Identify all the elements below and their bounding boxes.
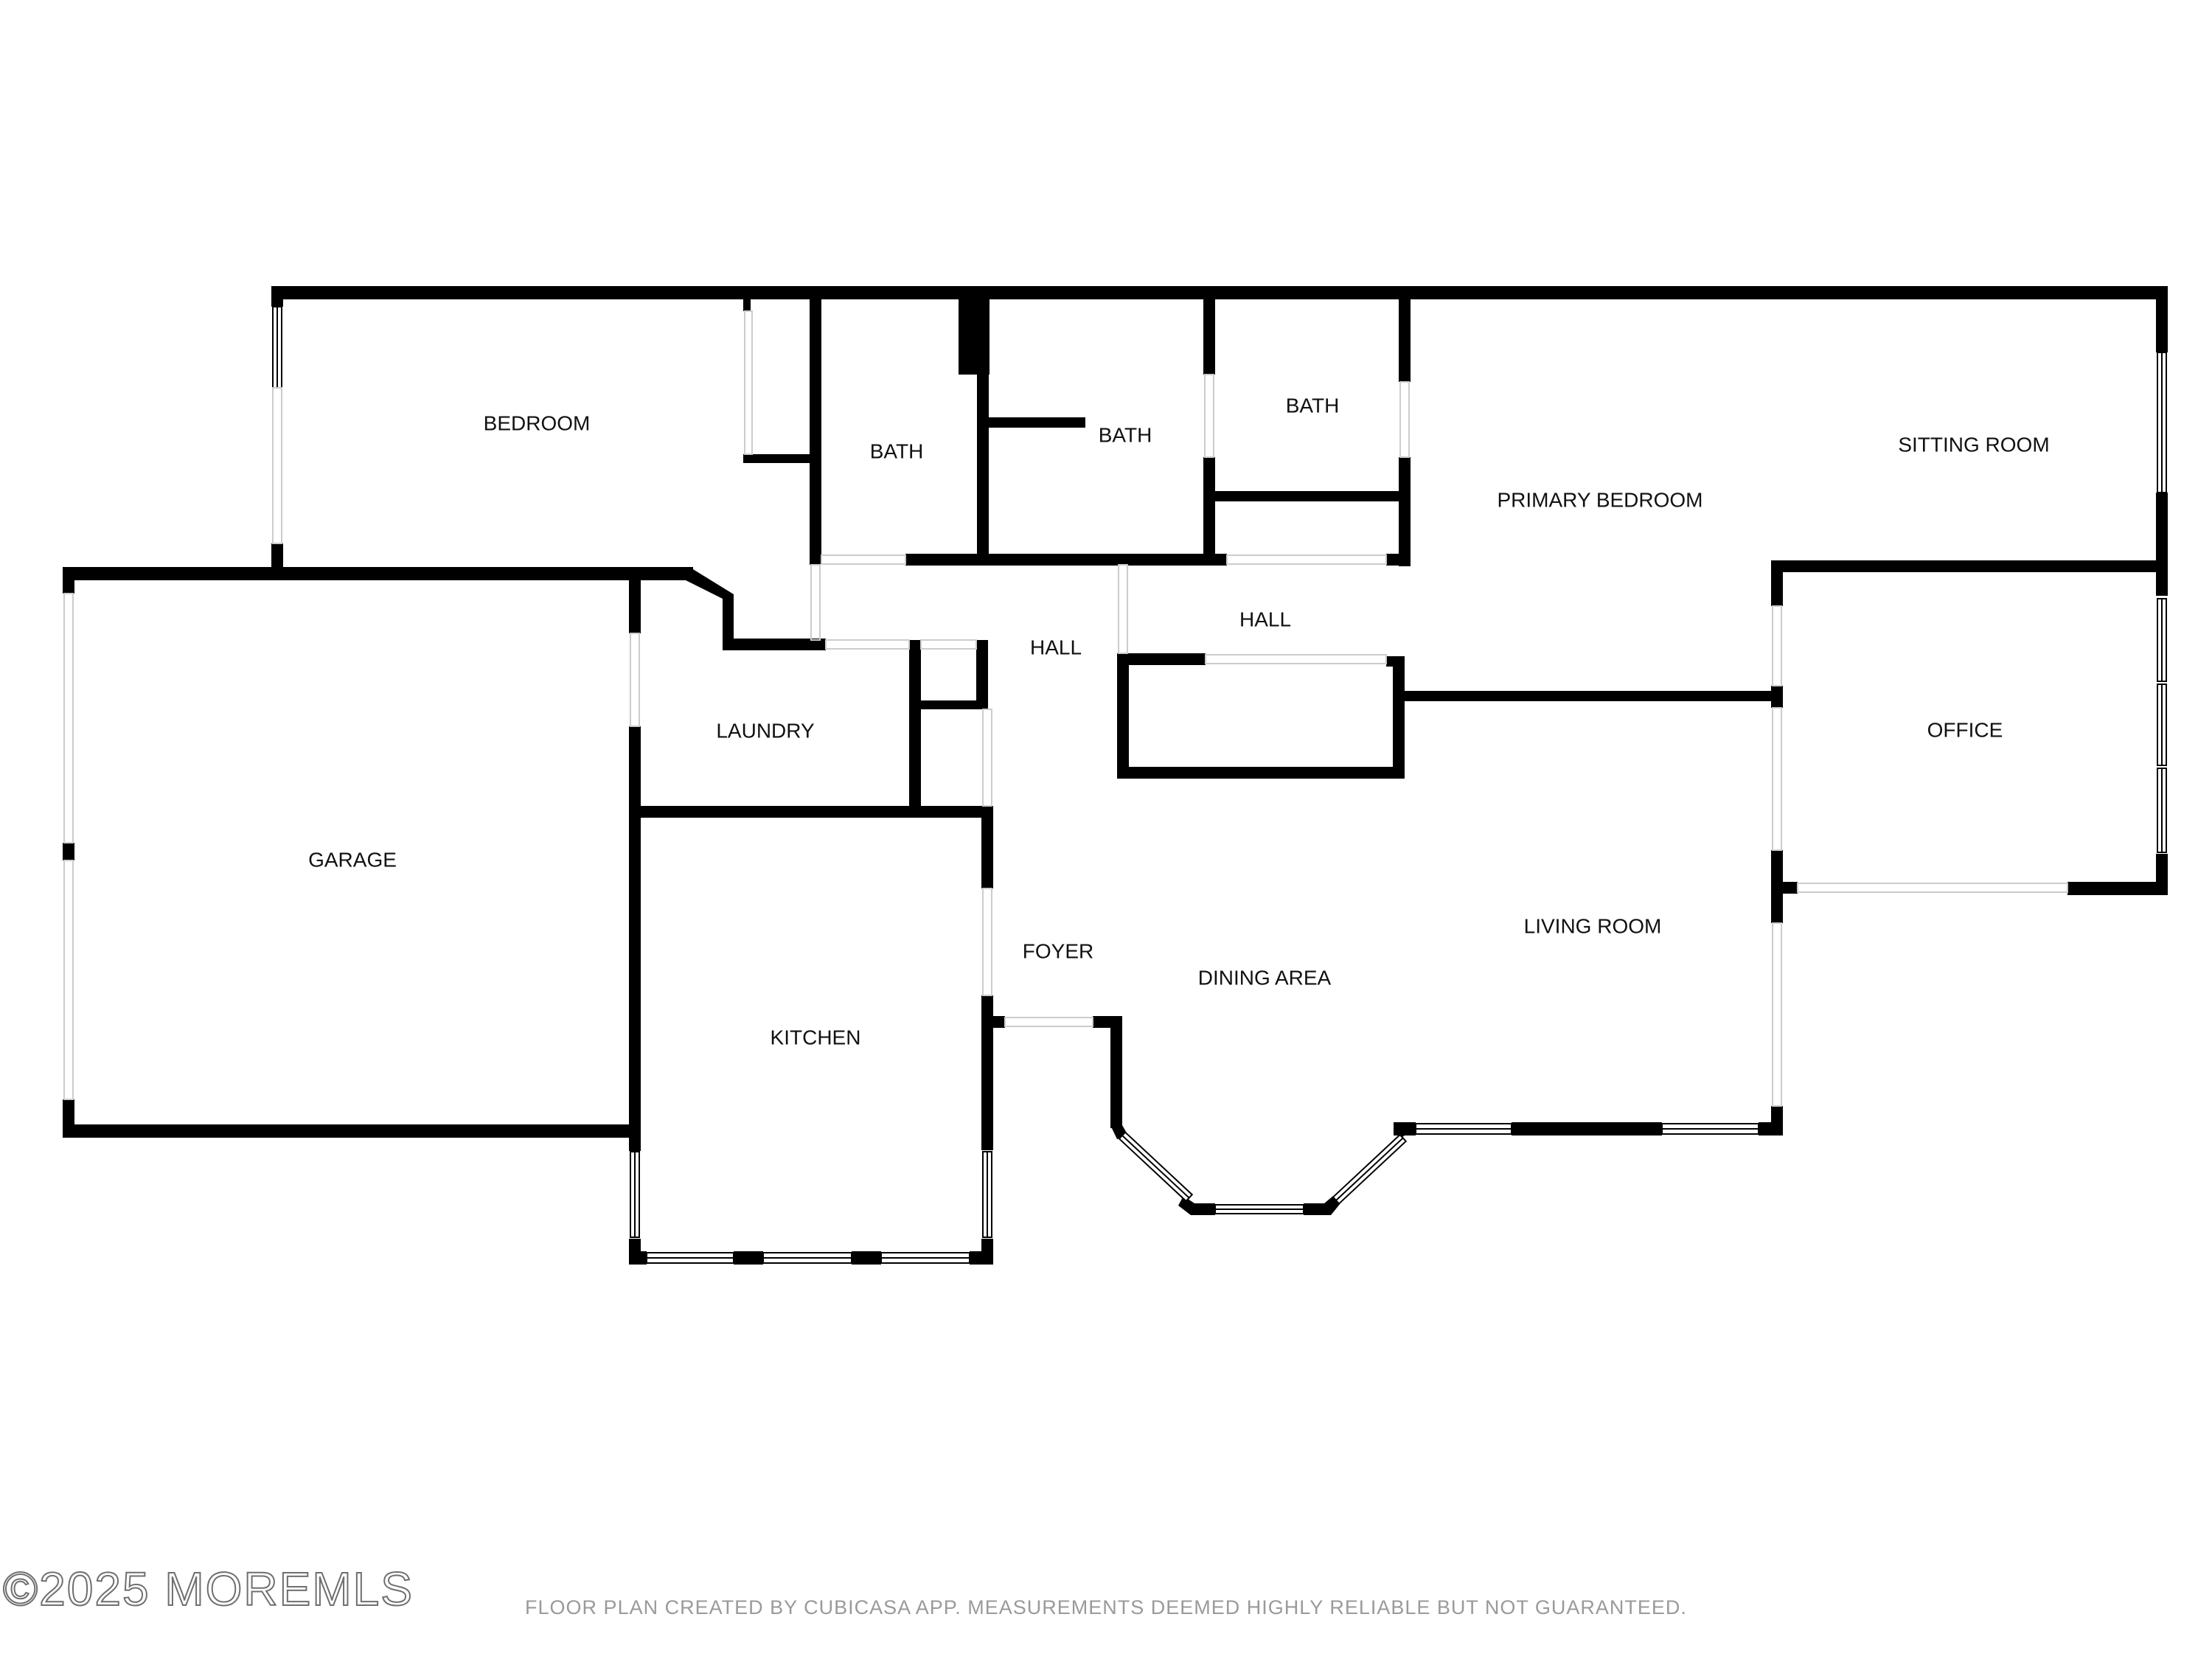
wall-garage-top bbox=[63, 567, 693, 580]
label-bedroom: BEDROOM bbox=[484, 411, 591, 434]
label-kitchen: KITCHEN bbox=[771, 1026, 861, 1048]
opening-bath3-door bbox=[1399, 381, 1410, 458]
wall-closet-box-bottom bbox=[1117, 767, 1405, 779]
wall-office-left-top bbox=[1771, 560, 1783, 606]
copyright-watermark: ©2025 MOREMLS bbox=[2, 1562, 414, 1616]
wall-closet-box-right bbox=[1393, 656, 1405, 779]
wall-bedroom-closet-top bbox=[743, 299, 751, 311]
wall-laundry-angle bbox=[686, 567, 734, 641]
label-primary-bedroom: PRIMARY BEDROOM bbox=[1497, 488, 1703, 511]
opening-office-left-lower bbox=[1772, 707, 1782, 851]
label-sitting-room: SITTING ROOM bbox=[1898, 433, 2049, 456]
window-bay-right bbox=[1332, 1133, 1408, 1205]
wall-kitchen-bottom-right bbox=[970, 1251, 993, 1265]
label-office: OFFICE bbox=[1927, 718, 2003, 741]
openings bbox=[63, 310, 2068, 1107]
wall-bay-bottom-right bbox=[1304, 1203, 1327, 1215]
wall-right-mid bbox=[2156, 493, 2168, 596]
wall-closet-box-top-right bbox=[1386, 656, 1405, 667]
label-hall-2: HALL bbox=[1239, 608, 1291, 630]
wall-foyer-bottom-left bbox=[981, 1016, 1005, 1028]
opening-kitchen-hall bbox=[982, 709, 992, 807]
wall-bay-bottom-left-corner bbox=[1178, 1196, 1215, 1215]
window-bay-left bbox=[1118, 1131, 1194, 1203]
opening-closet-box-door bbox=[1205, 654, 1387, 664]
opening-hall2-left bbox=[1118, 564, 1128, 654]
wall-closet-shelf bbox=[909, 700, 983, 709]
opening-bath1-door bbox=[821, 554, 906, 565]
opening-garage-left-upper bbox=[63, 593, 74, 844]
opening-bath2-door bbox=[1204, 374, 1214, 458]
wall-bedroom-left-top bbox=[271, 286, 283, 307]
wall-right-upper bbox=[2156, 286, 2168, 352]
wall-primary-bottom bbox=[1405, 691, 1781, 701]
label-bath-3: BATH bbox=[1286, 394, 1340, 417]
wall-laundry-top-right bbox=[723, 639, 826, 650]
wall-kitchen-left bbox=[629, 1124, 641, 1151]
wall-living-bottom-right bbox=[1759, 1122, 1783, 1135]
label-garage: GARAGE bbox=[308, 848, 397, 871]
label-bath-1: BATH bbox=[870, 439, 924, 462]
wall-bath1-left bbox=[810, 286, 821, 565]
label-laundry: LAUNDRY bbox=[716, 719, 815, 742]
wall-bath3-divider bbox=[1209, 491, 1410, 501]
opening-office-left-upper bbox=[1772, 605, 1782, 686]
wall-bedroom-closet-shelf bbox=[743, 454, 810, 463]
opening-garage-left-lower bbox=[63, 860, 74, 1100]
label-hall-1: HALL bbox=[1030, 636, 1082, 658]
wall-closet-box-top-left bbox=[1117, 653, 1206, 665]
opening-hall-laundry bbox=[825, 639, 910, 650]
opening-garage-laundry bbox=[630, 633, 640, 727]
wall-closet-right bbox=[976, 640, 988, 709]
opening-bedroom-left-lower bbox=[272, 387, 282, 544]
wall-kitchen-bottom-mid2 bbox=[852, 1251, 881, 1265]
wall-laundry-closet bbox=[909, 640, 921, 812]
wall-garage-left-top bbox=[63, 567, 74, 594]
label-living-room: LIVING ROOM bbox=[1524, 914, 1662, 937]
wall-bath3-bottom bbox=[1386, 554, 1411, 566]
label-dining-area: DINING AREA bbox=[1198, 966, 1332, 989]
room-labels: BEDROOM BATH BATH BATH PRIMARY BEDROOM S… bbox=[308, 394, 2050, 1048]
opening-closet-door bbox=[920, 639, 977, 650]
wall-kitchen-right-lower bbox=[981, 995, 993, 1150]
wall-top bbox=[271, 286, 2168, 299]
wall-bay-left bbox=[1110, 1016, 1122, 1128]
wall-bath3-right-top bbox=[1399, 286, 1411, 382]
opening-bedroom-closet bbox=[744, 310, 753, 455]
wall-kitchen-top bbox=[635, 806, 987, 818]
opening-foyer-door bbox=[1004, 1017, 1093, 1027]
label-foyer: FOYER bbox=[1023, 939, 1093, 962]
wall-living-right-top bbox=[1771, 882, 1783, 923]
wall-living-bottom-mid bbox=[1512, 1122, 1662, 1135]
walls bbox=[63, 286, 2168, 1265]
wall-kitchen-bottom-left bbox=[629, 1251, 647, 1265]
label-bath-2: BATH bbox=[1099, 423, 1152, 446]
wall-garage-left-mid bbox=[63, 843, 74, 860]
wall-office-left-bottom bbox=[1771, 850, 1783, 889]
wall-office-left-mid bbox=[1771, 686, 1783, 708]
wall-kitchen-right-upper bbox=[981, 806, 993, 888]
opening-office-bottom bbox=[1797, 883, 2068, 893]
wall-kitchen-bottom-mid1 bbox=[734, 1251, 763, 1265]
wall-bath2-right-bottom bbox=[1203, 457, 1215, 565]
opening-living-right bbox=[1772, 922, 1782, 1107]
wall-garage-right-top bbox=[629, 567, 641, 633]
wall-bath2-shelf bbox=[988, 417, 1085, 428]
wall-bath1-bottom-right bbox=[905, 554, 1227, 566]
wall-garage-bottom bbox=[63, 1124, 635, 1138]
wall-office-bottom-right bbox=[2067, 882, 2168, 895]
opening-hall2-bath bbox=[1226, 554, 1387, 565]
wall-garage-right bbox=[629, 726, 641, 1138]
wall-closet-box-left bbox=[1117, 653, 1129, 779]
wall-foyer-left bbox=[981, 995, 993, 1022]
opening-foyer-kitchen bbox=[982, 888, 992, 996]
wall-bath3-right-bottom bbox=[1399, 457, 1411, 566]
opening-hall-left bbox=[810, 564, 821, 641]
wall-chase bbox=[959, 286, 990, 375]
wall-bath2-right-top bbox=[1203, 286, 1215, 375]
windows bbox=[272, 306, 2167, 1264]
wall-office-top bbox=[1771, 560, 2168, 572]
floor-plan-disclaimer: FLOOR PLAN CREATED BY CUBICASA APP. MEAS… bbox=[525, 1596, 1687, 1618]
